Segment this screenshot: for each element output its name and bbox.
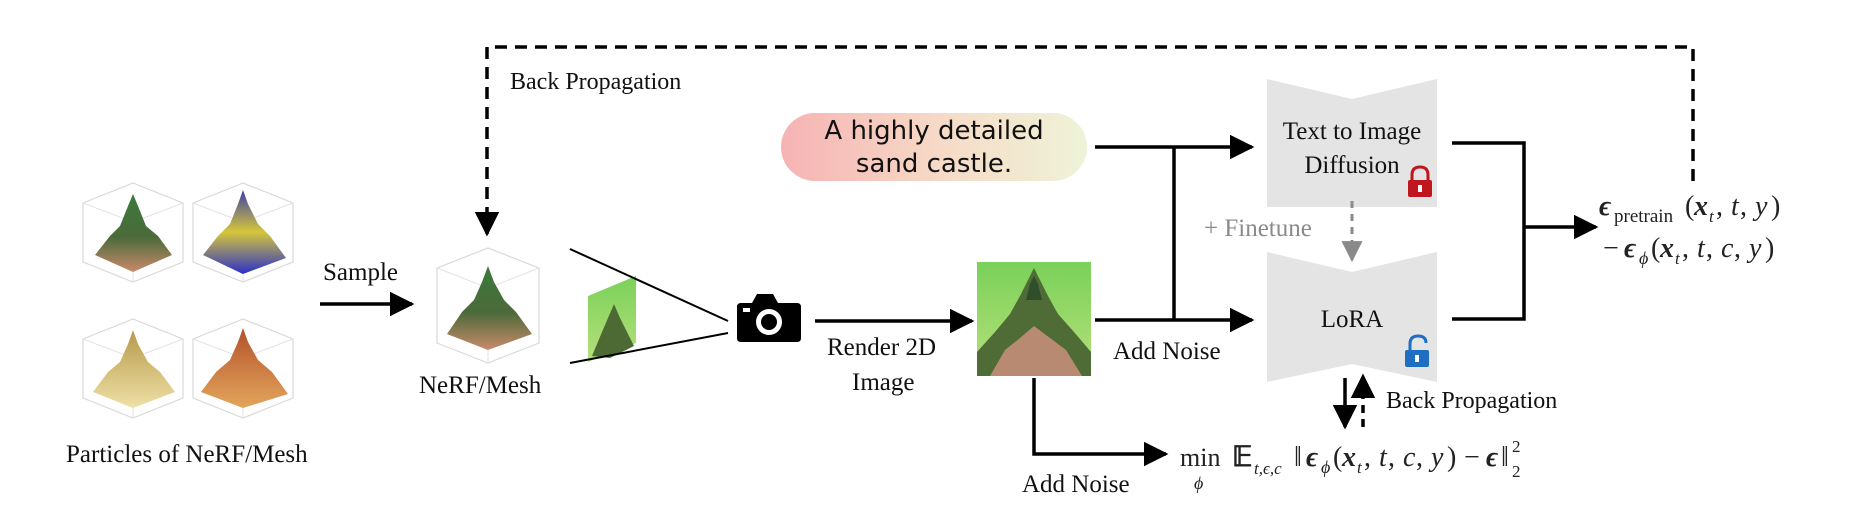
svg-text:y: y <box>1752 191 1768 222</box>
svg-text:x: x <box>1341 442 1356 473</box>
prompt-line1: A highly detailed <box>824 116 1043 146</box>
svg-text:,: , <box>1716 191 1723 222</box>
back-propagation-right-label: Back Propagation <box>1386 388 1557 414</box>
svg-text:ϵ: ϵ <box>1624 233 1637 264</box>
svg-text:t,ϵ,c: t,ϵ,c <box>1254 459 1282 478</box>
castle-model-blue-yellow <box>203 190 286 274</box>
back-propagation-top-label: Back Propagation <box>510 69 681 95</box>
svg-text:c: c <box>1403 442 1416 473</box>
svg-text:): ) <box>1771 191 1780 222</box>
particle-cube <box>192 318 294 419</box>
svg-text:2: 2 <box>1512 462 1521 481</box>
add-noise-bottom-label: Add Noise <box>1022 471 1130 498</box>
frustum-line-top <box>569 248 729 322</box>
castle-model-red <box>201 328 288 408</box>
finetune-label: + Finetune <box>1204 215 1312 242</box>
svg-text:t: t <box>1379 442 1388 473</box>
svg-text:𝔼: 𝔼 <box>1232 442 1252 473</box>
svg-text:,: , <box>1364 442 1371 473</box>
svg-text:x: x <box>1693 191 1708 222</box>
svg-text:(: ( <box>1685 191 1694 222</box>
diffusion-label-line2: Diffusion <box>1304 152 1400 179</box>
svg-text:ϕ: ϕ <box>1321 457 1330 477</box>
castle-model-sand <box>93 330 175 408</box>
frustum-line-bottom <box>569 332 729 364</box>
lora-output-line <box>1452 227 1526 321</box>
castle-model-nerf <box>447 266 532 350</box>
rendered-2d-image <box>977 262 1091 376</box>
render-label-line1: Render 2D <box>827 334 936 361</box>
svg-text:ϵ: ϵ <box>1306 442 1319 473</box>
svg-text:t: t <box>1697 233 1706 264</box>
svg-text:,: , <box>1706 233 1713 264</box>
castle-model-green <box>95 194 172 272</box>
svg-text:(: ( <box>1651 233 1660 264</box>
svg-text:,: , <box>1388 442 1395 473</box>
rendered-view-slice <box>588 276 636 362</box>
prompt-line2: sand castle. <box>856 149 1012 179</box>
epsilon-difference-equation: ϵ pretrain ( x t , t , y ) − ϵ ϕ ( x t ,… <box>1599 191 1780 268</box>
svg-text:t: t <box>1731 191 1740 222</box>
svg-text:,: , <box>1682 233 1689 264</box>
svg-text:t: t <box>1357 458 1363 477</box>
svg-text:x: x <box>1659 233 1674 264</box>
eps-pretrain-subscript: pretrain <box>1614 206 1674 227</box>
lora-block: LoRA <box>1267 252 1437 382</box>
nerf-mesh-cube <box>436 247 540 364</box>
svg-text:min: min <box>1180 443 1220 472</box>
svg-text:−: − <box>1464 442 1480 473</box>
render-label-line2: Image <box>852 369 914 396</box>
add-noise-mid-label: Add Noise <box>1113 338 1221 365</box>
svg-text:t: t <box>1709 207 1715 226</box>
svg-text:ϵ: ϵ <box>1486 442 1499 473</box>
svg-text:,: , <box>1740 191 1747 222</box>
svg-text:ϵ: ϵ <box>1599 191 1612 222</box>
diffusion-label-line1: Text to Image <box>1283 118 1421 145</box>
svg-text:,: , <box>1416 442 1423 473</box>
svg-text:): ) <box>1765 233 1774 264</box>
loss-equation: min ϕ 𝔼 t,ϵ,c ‖ ϵ ϕ ( x t , t , c , y ) … <box>1180 437 1521 493</box>
svg-text:‖: ‖ <box>1294 442 1302 473</box>
svg-text:,: , <box>1734 233 1741 264</box>
back-propagation-loop <box>474 45 1695 237</box>
particle-cube <box>82 318 184 419</box>
image-to-loss-arrow <box>1032 378 1169 467</box>
svg-text:−: − <box>1603 233 1619 264</box>
lock-icon <box>1408 165 1432 197</box>
svg-text:ϕ: ϕ <box>1194 473 1203 493</box>
svg-text:(: ( <box>1333 442 1342 473</box>
particles-label: Particles of NeRF/Mesh <box>66 441 308 468</box>
svg-text:‖: ‖ <box>1501 442 1509 473</box>
camera-icon <box>737 294 801 342</box>
particles-grid <box>82 182 294 419</box>
particle-cube <box>192 182 294 283</box>
svg-text:2: 2 <box>1512 437 1521 456</box>
sample-label: Sample <box>323 259 398 286</box>
svg-text:c: c <box>1721 233 1734 264</box>
particle-cube <box>82 182 184 283</box>
svg-text:y: y <box>1746 233 1762 264</box>
diffusion-output-line <box>1452 141 1526 227</box>
svg-text:t: t <box>1675 249 1681 268</box>
unlock-icon <box>1405 334 1429 367</box>
svg-text:): ) <box>1447 442 1456 473</box>
text-prompt: A highly detailed sand castle. <box>781 113 1087 181</box>
lora-label: LoRA <box>1321 306 1384 333</box>
svg-text:ϕ: ϕ <box>1639 248 1648 268</box>
text-to-image-diffusion-block: Text to Image Diffusion <box>1267 79 1437 207</box>
nerf-mesh-label: NeRF/Mesh <box>419 372 542 399</box>
svg-text:y: y <box>1428 442 1444 473</box>
